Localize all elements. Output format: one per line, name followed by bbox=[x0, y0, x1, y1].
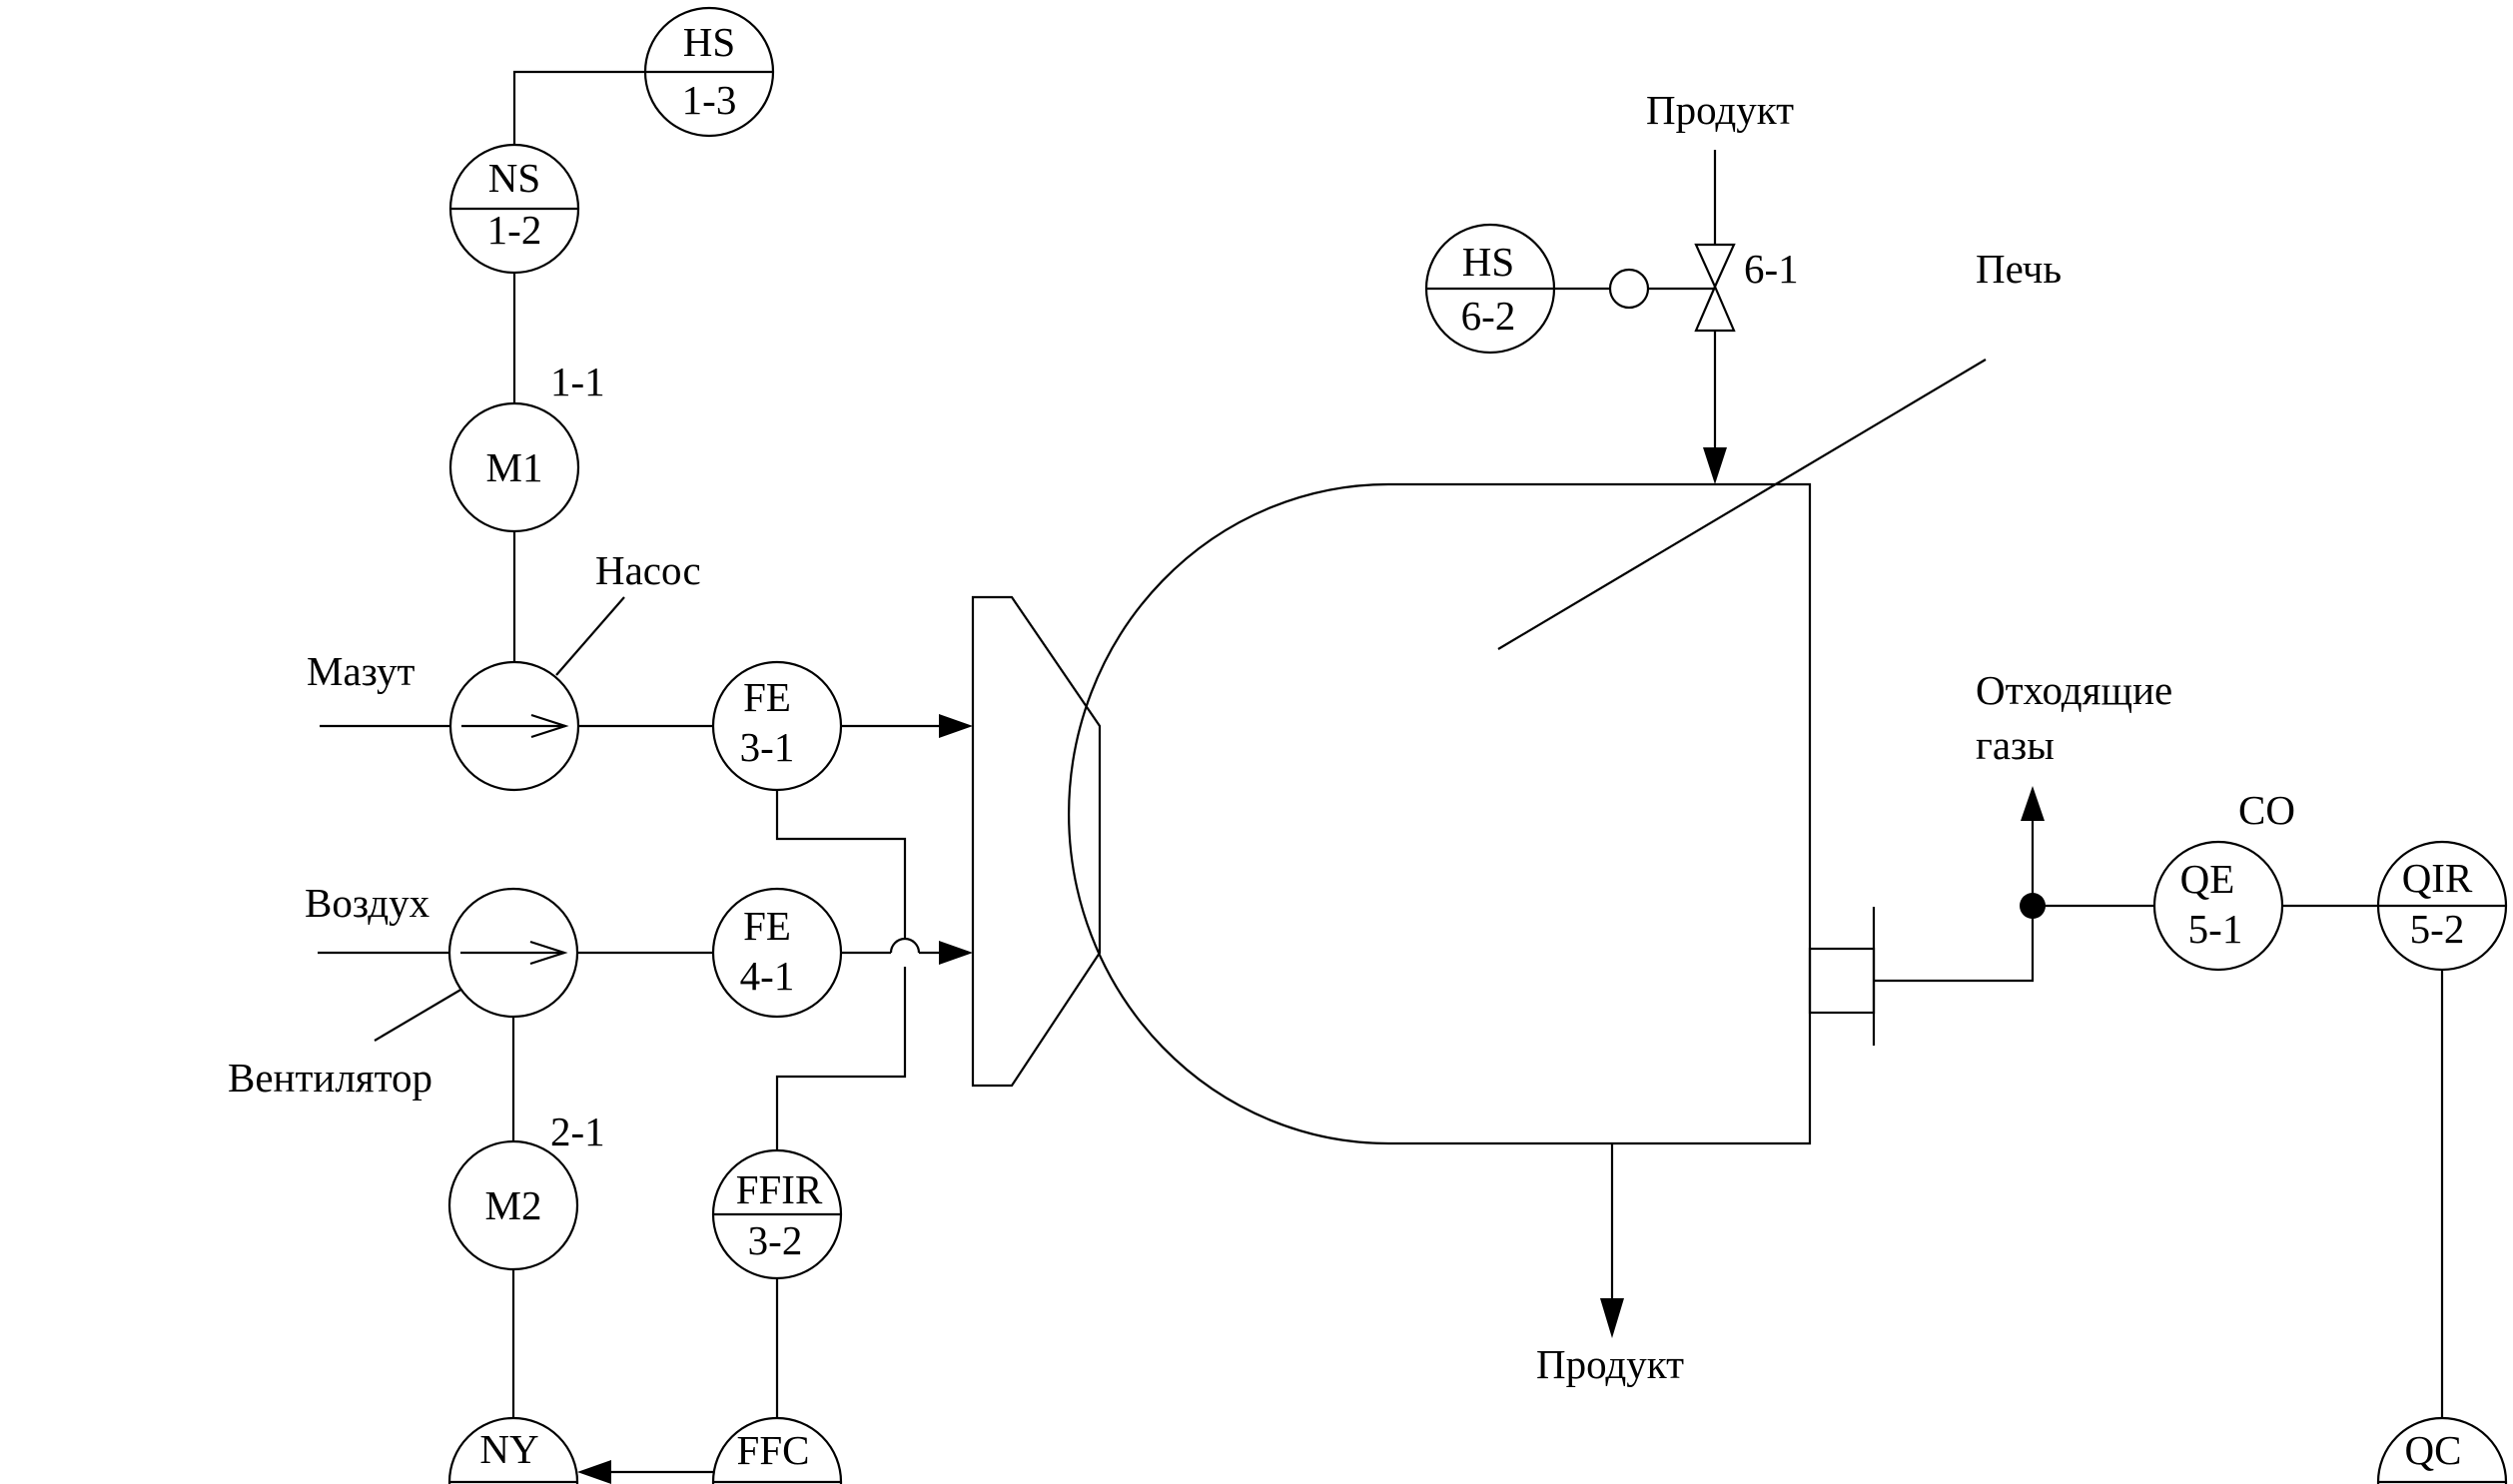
valve-6-1 bbox=[1694, 243, 1736, 333]
ffc-to-ny-arrow-head bbox=[577, 1460, 611, 1484]
instrument-ffir-3-2: FFIR 3-2 bbox=[711, 1148, 843, 1280]
air-label: Воздух bbox=[305, 880, 429, 926]
fan-label: Вентилятор bbox=[228, 1055, 432, 1101]
fan-leader bbox=[374, 988, 463, 1042]
fuel-oil-label: Мазут bbox=[307, 648, 415, 694]
line-crossover-hop bbox=[889, 937, 921, 954]
burner bbox=[971, 595, 1102, 1088]
link-ns-hs13 bbox=[512, 70, 645, 145]
flue-gas-label-line2: газы bbox=[1976, 722, 2055, 768]
svg-text:FFIR: FFIR bbox=[736, 1166, 823, 1212]
svg-text:2-2: 2-2 bbox=[482, 1481, 537, 1484]
pump-label: Насос bbox=[595, 547, 701, 593]
svg-text:5-1: 5-1 bbox=[2188, 906, 2243, 952]
svg-text:M2: M2 bbox=[485, 1182, 542, 1228]
signal-ffir-to-fe41 bbox=[775, 967, 907, 1150]
instrument-ns-1-2: NS 1-2 bbox=[448, 143, 580, 275]
svg-text:6-2: 6-2 bbox=[1461, 293, 1516, 339]
instrument-fe-3-1: FE 3-1 bbox=[711, 660, 843, 792]
instrument-hs-6-2: HS 6-2 bbox=[1424, 223, 1556, 355]
instrument-qc-5-3: QC 5-3 bbox=[2376, 1416, 2508, 1484]
svg-text:M1: M1 bbox=[486, 444, 543, 490]
svg-text:QIR: QIR bbox=[2402, 855, 2473, 901]
instrument-ffc-3-3: FFC 3-3 bbox=[711, 1416, 843, 1484]
svg-text:5-2: 5-2 bbox=[2410, 906, 2465, 952]
svg-text:5-3: 5-3 bbox=[2406, 1481, 2461, 1484]
position-label-1-1: 1-1 bbox=[550, 359, 605, 404]
air-arrow-head bbox=[939, 941, 973, 965]
instrument-ny-2-2: NY 2-2 bbox=[447, 1416, 579, 1484]
flue-gas-line bbox=[1874, 821, 2035, 983]
product-inlet-label: Продукт bbox=[1646, 87, 1794, 133]
product-outlet-arrow-head bbox=[1600, 1298, 1624, 1338]
motor-m2: M2 bbox=[447, 1139, 579, 1271]
position-label-6-1: 6-1 bbox=[1744, 246, 1799, 292]
position-label-2-1: 2-1 bbox=[550, 1109, 605, 1154]
pump bbox=[448, 660, 580, 792]
svg-text:HS: HS bbox=[683, 19, 735, 65]
signal-fe31-to-ffir bbox=[775, 790, 907, 939]
product-outlet-label: Продукт bbox=[1536, 1341, 1684, 1387]
product-inlet-arrow-head bbox=[1703, 447, 1727, 484]
motor-m1: M1 bbox=[448, 401, 580, 533]
pump-leader bbox=[555, 596, 625, 676]
co-label: CO bbox=[2238, 787, 2295, 833]
svg-text:3-1: 3-1 bbox=[740, 724, 795, 770]
svg-text:1-3: 1-3 bbox=[682, 77, 737, 123]
svg-text:QC: QC bbox=[2405, 1427, 2462, 1473]
furnace-label: Печь bbox=[1976, 246, 2062, 292]
fuel-arrow-head bbox=[939, 714, 973, 738]
instrument-fe-4-1: FE 4-1 bbox=[711, 887, 843, 1019]
instrument-hs-1-3: HS 1-3 bbox=[643, 6, 775, 138]
svg-text:3-3: 3-3 bbox=[746, 1481, 801, 1484]
valve-actuator bbox=[1608, 268, 1650, 310]
svg-text:HS: HS bbox=[1462, 239, 1514, 285]
fan bbox=[447, 887, 579, 1019]
svg-text:FE: FE bbox=[743, 903, 791, 949]
svg-text:NS: NS bbox=[488, 155, 540, 201]
svg-text:3-2: 3-2 bbox=[748, 1217, 803, 1263]
furnace-body bbox=[1067, 482, 1812, 1145]
instrument-qe-5-1: QE 5-1 bbox=[2152, 840, 2284, 972]
svg-text:4-1: 4-1 bbox=[740, 953, 795, 999]
svg-text:FFC: FFC bbox=[737, 1427, 810, 1473]
svg-text:1-2: 1-2 bbox=[487, 207, 542, 253]
flue-gas-nozzle bbox=[1808, 947, 1876, 1015]
svg-text:NY: NY bbox=[479, 1426, 538, 1472]
furnace-leader bbox=[1497, 359, 1987, 650]
svg-text:FE: FE bbox=[743, 674, 791, 720]
sampling-point bbox=[2020, 893, 2046, 919]
svg-text:QE: QE bbox=[2180, 856, 2235, 902]
flue-gas-label-line1: Отходящие bbox=[1976, 667, 2172, 713]
instrument-qir-5-2: QIR 5-2 bbox=[2376, 840, 2508, 972]
flue-gas-arrow-head bbox=[2021, 786, 2045, 821]
